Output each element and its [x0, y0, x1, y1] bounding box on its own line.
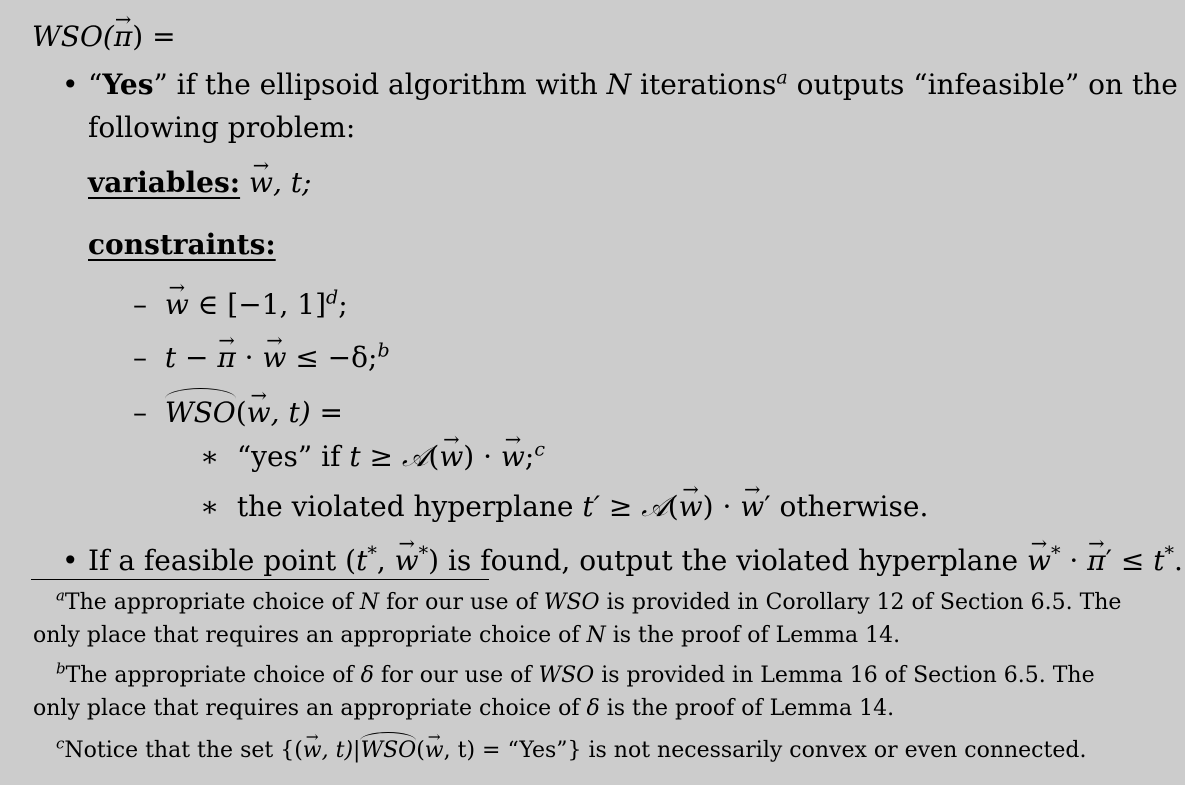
footnote-mark-b: b [377, 339, 390, 362]
variables-line: variables: w, t; [88, 166, 311, 199]
sub-item-1: ∗ “yes” if t ≥ 𝒜(w) · w;c [200, 440, 545, 474]
constraint-2: – t − π · w ≤ −δ;b [133, 341, 390, 374]
footnote-mark-c: c [534, 438, 545, 461]
wso-definition-title: WSO(π) = [32, 20, 176, 53]
bullet1-line1: “Yes” if the ellipsoid algorithm with N … [88, 66, 1178, 101]
footnote-divider [31, 579, 489, 580]
bullet2-line: If a feasible point (t*, w*) is found, o… [88, 544, 1183, 577]
constraint-3: – WSO(w, t) = [133, 388, 343, 429]
pi-vector: π [114, 20, 132, 53]
bullet-icon: • [62, 544, 79, 577]
footnote-mark-a: a [776, 66, 788, 89]
constraint-1: – w ∈ [−1, 1]d; [133, 288, 348, 321]
footnote-b-line1: bThe appropriate choice of δ for our use… [56, 659, 1095, 688]
bullet-icon: • [62, 68, 79, 101]
footnote-a-line2: only place that requires an appropriate … [33, 623, 901, 648]
sub-item-2: ∗ the violated hyperplane t′ ≥ 𝒜(w) · w′… [200, 490, 928, 524]
wso-hat: WSO [164, 388, 236, 429]
constraints-heading: constraints: [88, 228, 276, 261]
bullet1-line2: following problem: [88, 111, 356, 144]
footnote-b-line2: only place that requires an appropriate … [33, 696, 895, 721]
footnote-a-line1: aThe appropriate choice of N for our use… [56, 586, 1122, 615]
footnote-c: cNotice that the set {(w, t)|WSO(w, t) =… [56, 731, 1086, 763]
